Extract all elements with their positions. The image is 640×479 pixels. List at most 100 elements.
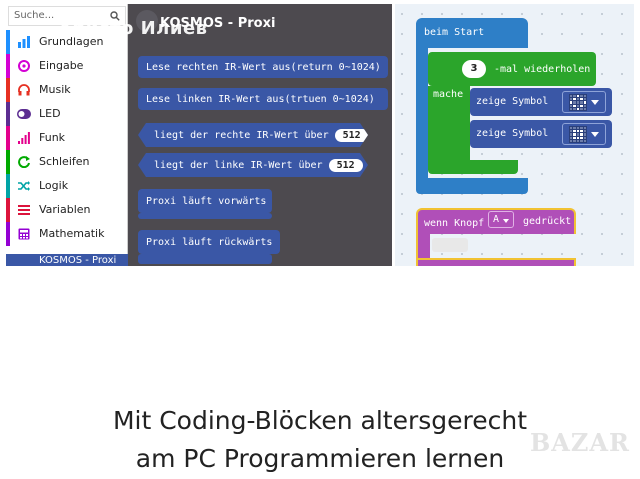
show-icon-block-2[interactable]: zeige Symbol [470,120,612,148]
value-pill[interactable]: 512 [335,129,369,142]
on-button-body [416,234,430,262]
chevron-down-icon [503,219,509,223]
on-start-block[interactable]: beim Start [416,18,528,48]
logo-text: BAZAR [530,428,630,457]
category-label: LED [39,107,61,120]
list-icon [17,203,31,217]
block-text: liegt der rechte IR-Wert über [154,129,329,141]
toggle-icon [17,107,31,121]
block-read-right-ir[interactable]: Lese rechten IR-Wert aus(return 0~1024) [138,56,388,78]
block-text: liegt der linke IR-Wert über [154,159,323,171]
on-button-foot [416,258,576,266]
block-flyout: KOSMOS - Proxi Lese rechten IR-Wert aus(… [128,4,392,266]
category-label: Logik [39,179,69,192]
watermark-text: Христо Илиев [58,18,208,39]
on-start-body [416,48,428,178]
category-color-bar [6,150,10,174]
refresh-icon [17,155,31,169]
block-read-left-ir[interactable]: Lese linken IR-Wert aus(trtuen 0~1024) [138,88,388,110]
category-eingabe[interactable]: Eingabe [6,54,128,78]
workspace-divider [392,4,395,266]
category-color-bar [6,78,10,102]
search-input[interactable]: Suche... [8,6,126,26]
led-grid-icon [569,126,587,143]
search-icon [110,11,120,21]
show-icon-block-1[interactable]: zeige Symbol [470,88,612,116]
category-color-bar [6,126,10,150]
show-label: zeige Symbol [476,128,549,139]
button-suffix: gedrückt [523,216,572,227]
block-notch [138,213,272,219]
value-pill[interactable]: 512 [329,159,363,172]
calculator-icon [17,227,31,241]
empty-slot [432,238,468,252]
watermark: Христо Илиев [58,18,208,39]
shuffle-icon [17,179,31,193]
category-color-bar [6,222,10,246]
show-label: zeige Symbol [476,96,549,107]
block-text: Proxi läuft rückwärts [146,236,273,248]
category-sidebar: Suche... Grundlagen Eingabe [6,4,128,266]
start-label: beim Start [424,27,485,38]
code-workspace[interactable]: beim Start 3 -mal wiederholen mache zeig… [392,4,634,266]
chevron-down-icon [591,100,599,105]
block-proxi-forward[interactable]: Proxi läuft vorwärts [138,189,272,213]
button-value: A [493,214,500,225]
category-color-bar [6,174,10,198]
category-kosmos-proxi[interactable]: KOSMOS - Proxi [6,254,128,266]
category-variablen[interactable]: Variablen [6,198,128,222]
caption-line-1: Mit Coding-Blöcken altersgerecht [112,406,528,435]
category-led[interactable]: LED [6,102,128,126]
category-label: Schleifen [39,155,90,168]
block-notch [138,254,272,264]
target-icon [17,59,31,73]
button-dropdown[interactable]: A [488,211,514,228]
category-mathematik[interactable]: Mathematik [6,222,128,246]
block-left-ir-above[interactable]: liegt der linke IR-Wert über 512 [138,153,368,177]
grid-icon [17,35,31,49]
category-label: Musik [39,83,71,96]
category-color-bar [6,30,10,54]
caption-line-2: am PC Programmieren lernen [135,444,505,473]
flyout-title: KOSMOS - Proxi [160,16,276,31]
led-pattern-dropdown[interactable] [562,123,606,145]
category-funk[interactable]: Funk [6,126,128,150]
block-right-ir-above[interactable]: liegt der rechte IR-Wert über 512 [138,123,368,147]
repeat-count-input[interactable]: 3 [462,60,486,78]
makecode-screenshot: Suche... Grundlagen Eingabe [6,4,634,266]
block-text: Lese linken IR-Wert aus(trtuen 0~1024) [146,93,375,105]
repeat-foot [428,160,518,174]
category-schleifen[interactable]: Schleifen [6,150,128,174]
category-grundlagen[interactable]: Grundlagen [6,30,128,54]
block-proxi-backward[interactable]: Proxi läuft rückwärts [138,230,280,254]
category-color-bar [6,198,10,222]
caption: Mit Coding-Blöcken altersgerecht am PC P… [0,402,640,478]
bazar-logo: BAZAR [530,428,634,468]
block-text: Proxi läuft vorwärts [146,195,267,207]
category-color-bar [6,102,10,126]
chevron-down-icon [591,132,599,137]
repeat-block[interactable] [428,52,596,86]
category-label: Funk [39,131,66,144]
category-label: Mathematik [39,227,105,240]
led-pattern-dropdown[interactable] [562,91,606,113]
kosmos-icon [136,10,158,32]
category-label: Variablen [39,203,91,216]
category-label: Grundlagen [39,35,104,48]
button-label: wenn Knopf [424,218,485,229]
signal-icon [17,131,31,145]
category-musik[interactable]: Musik [6,78,128,102]
category-color-bar [6,54,10,78]
led-grid-icon [569,94,587,111]
block-text: Lese rechten IR-Wert aus(return 0~1024) [146,61,381,73]
category-label: KOSMOS - Proxi [39,255,117,266]
repeat-body [428,86,470,160]
category-logik[interactable]: Logik [6,174,128,198]
category-label: Eingabe [39,59,84,72]
repeat-label: -mal wiederholen [494,64,591,75]
headphones-icon [17,83,31,97]
search-placeholder: Suche... [14,10,55,21]
do-label: mache [433,89,464,100]
on-start-foot [416,178,528,194]
